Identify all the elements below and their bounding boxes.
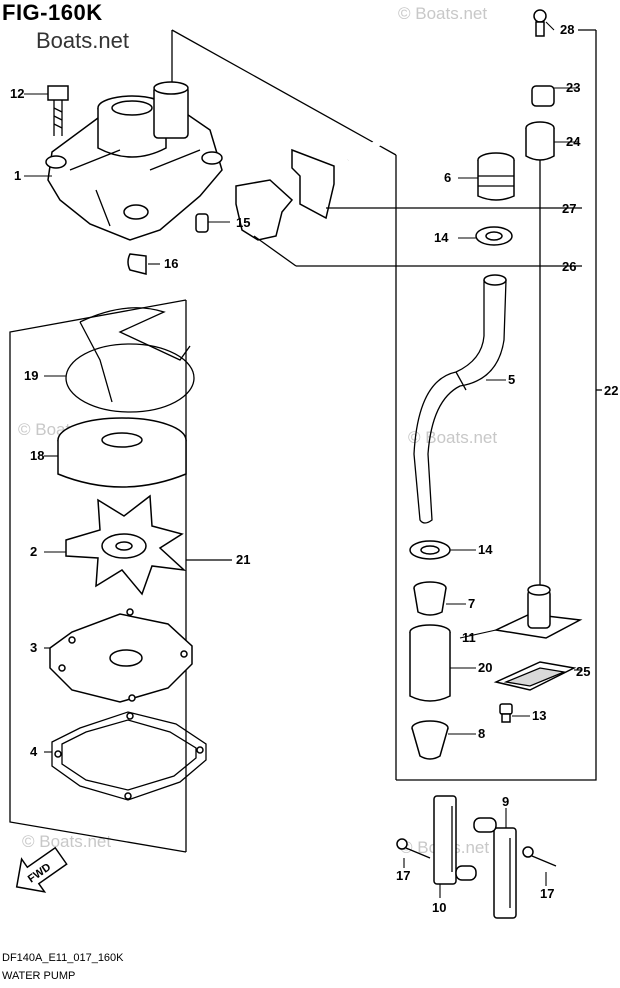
callout-24: 24 xyxy=(566,134,581,149)
grommet-part-7 xyxy=(413,581,447,616)
callout-6: 6 xyxy=(444,170,451,185)
impeller-part-2 xyxy=(65,494,187,596)
callout-14-bottom: 14 xyxy=(478,542,493,557)
callout-1: 1 xyxy=(14,168,21,183)
callout-11: 11 xyxy=(462,630,476,645)
grommet-part-8 xyxy=(411,720,449,760)
seal-part-14-top xyxy=(475,226,513,246)
bracket-part-26 xyxy=(235,179,294,241)
clip-part-27 xyxy=(291,148,335,220)
leader-lines xyxy=(24,21,582,898)
callout-labels: 12 1 15 16 19 18 2 21 3 4 28 23 24 6 27 … xyxy=(10,22,618,915)
callout-21: 21 xyxy=(236,552,250,567)
figure-name: WATER PUMP xyxy=(2,970,76,982)
screw-part-28 xyxy=(533,9,547,37)
gasket-part-4 xyxy=(51,711,207,801)
bolt-part-12 xyxy=(47,85,69,136)
seal-ring-part-19 xyxy=(65,307,195,413)
screw-part-17-right xyxy=(522,846,557,867)
callout-27: 27 xyxy=(562,201,576,216)
watermark-bottom-left: © Boats.net xyxy=(22,832,112,851)
callout-17-right: 17 xyxy=(540,886,554,901)
callout-28: 28 xyxy=(560,22,574,37)
key-part-16 xyxy=(127,253,147,275)
callout-7: 7 xyxy=(468,596,475,611)
watermark-top-right: © Boats.net xyxy=(398,4,488,23)
bolt-part-13 xyxy=(499,703,513,723)
watermark-main: Boats.net xyxy=(36,28,129,53)
callout-20: 20 xyxy=(478,660,492,675)
kit-bracket-22 xyxy=(396,30,597,781)
grommet-part-6 xyxy=(477,152,515,201)
callout-2: 2 xyxy=(30,544,37,559)
pump-case-part-1 xyxy=(45,81,223,241)
callout-10: 10 xyxy=(432,900,446,915)
callout-15: 15 xyxy=(236,215,250,230)
water-inlet-part-9 xyxy=(473,817,517,919)
callout-12: 12 xyxy=(10,86,24,101)
screen-part-25 xyxy=(493,661,577,691)
plate-part-3 xyxy=(49,608,193,703)
callout-8: 8 xyxy=(478,726,485,741)
grommet-part-24 xyxy=(525,121,555,161)
fwd-arrow: FWD xyxy=(15,846,68,893)
kit-bracket-21 xyxy=(9,299,187,853)
seal-part-14-bottom xyxy=(409,540,451,560)
callout-26: 26 xyxy=(562,259,576,274)
callout-4: 4 xyxy=(30,744,38,759)
callout-3: 3 xyxy=(30,640,37,655)
callout-19: 19 xyxy=(24,368,38,383)
callout-5: 5 xyxy=(508,372,515,387)
hose-part-5 xyxy=(413,274,507,524)
tube-part-20 xyxy=(409,624,451,702)
callout-16: 16 xyxy=(164,256,178,271)
bracket-part-11 xyxy=(493,584,583,639)
callout-18: 18 xyxy=(30,448,44,463)
callout-23: 23 xyxy=(566,80,580,95)
water-pipe-part-23 xyxy=(346,57,555,164)
callout-17-left: 17 xyxy=(396,868,410,883)
pin-part-15 xyxy=(195,213,209,233)
screw-part-17-left xyxy=(396,838,431,859)
callout-22: 22 xyxy=(604,383,618,398)
callout-14-top: 14 xyxy=(434,230,449,245)
water-inlet-part-10 xyxy=(433,795,477,885)
figure-title: FIG-160K xyxy=(2,0,103,25)
callout-25: 25 xyxy=(576,664,590,679)
figure-code: DF140A_E11_017_160K xyxy=(2,952,124,964)
callout-9: 9 xyxy=(502,794,509,809)
callout-13: 13 xyxy=(532,708,546,723)
liner-part-18 xyxy=(57,417,187,488)
